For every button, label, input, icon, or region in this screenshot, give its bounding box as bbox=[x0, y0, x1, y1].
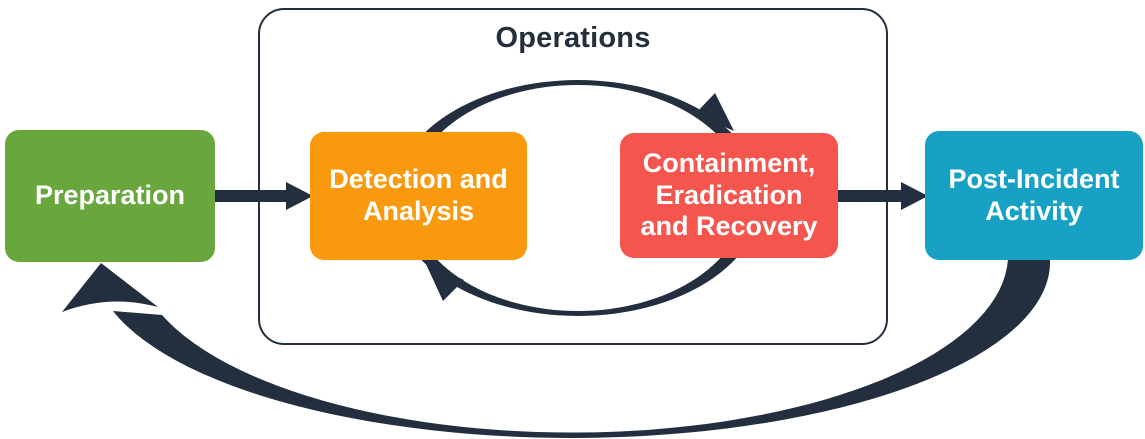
stage-label: Post-Incident Activity bbox=[948, 164, 1119, 228]
stage-label: Preparation bbox=[35, 180, 185, 212]
stage-post-incident-activity: Post-Incident Activity bbox=[925, 131, 1143, 260]
loop-forward-arrowhead-icon bbox=[695, 93, 734, 131]
stage-label-line: Detection and bbox=[329, 164, 508, 195]
stage-containment-eradication-recovery: Containment, Eradication and Recovery bbox=[620, 133, 838, 258]
stage-label-line: Containment, bbox=[642, 147, 816, 178]
arrow-preparation-to-detection bbox=[213, 182, 313, 210]
stage-detection-analysis: Detection and Analysis bbox=[310, 132, 527, 260]
feedback-arrow-postincident-to-preparation bbox=[113, 251, 1051, 438]
arrow-containment-to-postincident bbox=[836, 182, 928, 210]
stage-label-line: Post-Incident bbox=[948, 163, 1120, 194]
stage-label: Detection and Analysis bbox=[329, 164, 508, 228]
stage-label-line: Analysis bbox=[362, 196, 475, 226]
stage-label-line: and Recovery bbox=[640, 211, 818, 242]
stage-label-line: Preparation bbox=[34, 180, 186, 211]
stage-label-line: Activity bbox=[985, 195, 1083, 226]
stage-preparation: Preparation bbox=[5, 130, 215, 262]
operations-title: Operations bbox=[495, 22, 651, 54]
stage-label: Containment, Eradication and Recovery bbox=[640, 148, 817, 244]
stage-label-line: Eradication bbox=[655, 179, 803, 210]
loop-return-arrowhead-icon bbox=[425, 262, 464, 301]
feedback-arrowhead-icon bbox=[62, 263, 158, 312]
